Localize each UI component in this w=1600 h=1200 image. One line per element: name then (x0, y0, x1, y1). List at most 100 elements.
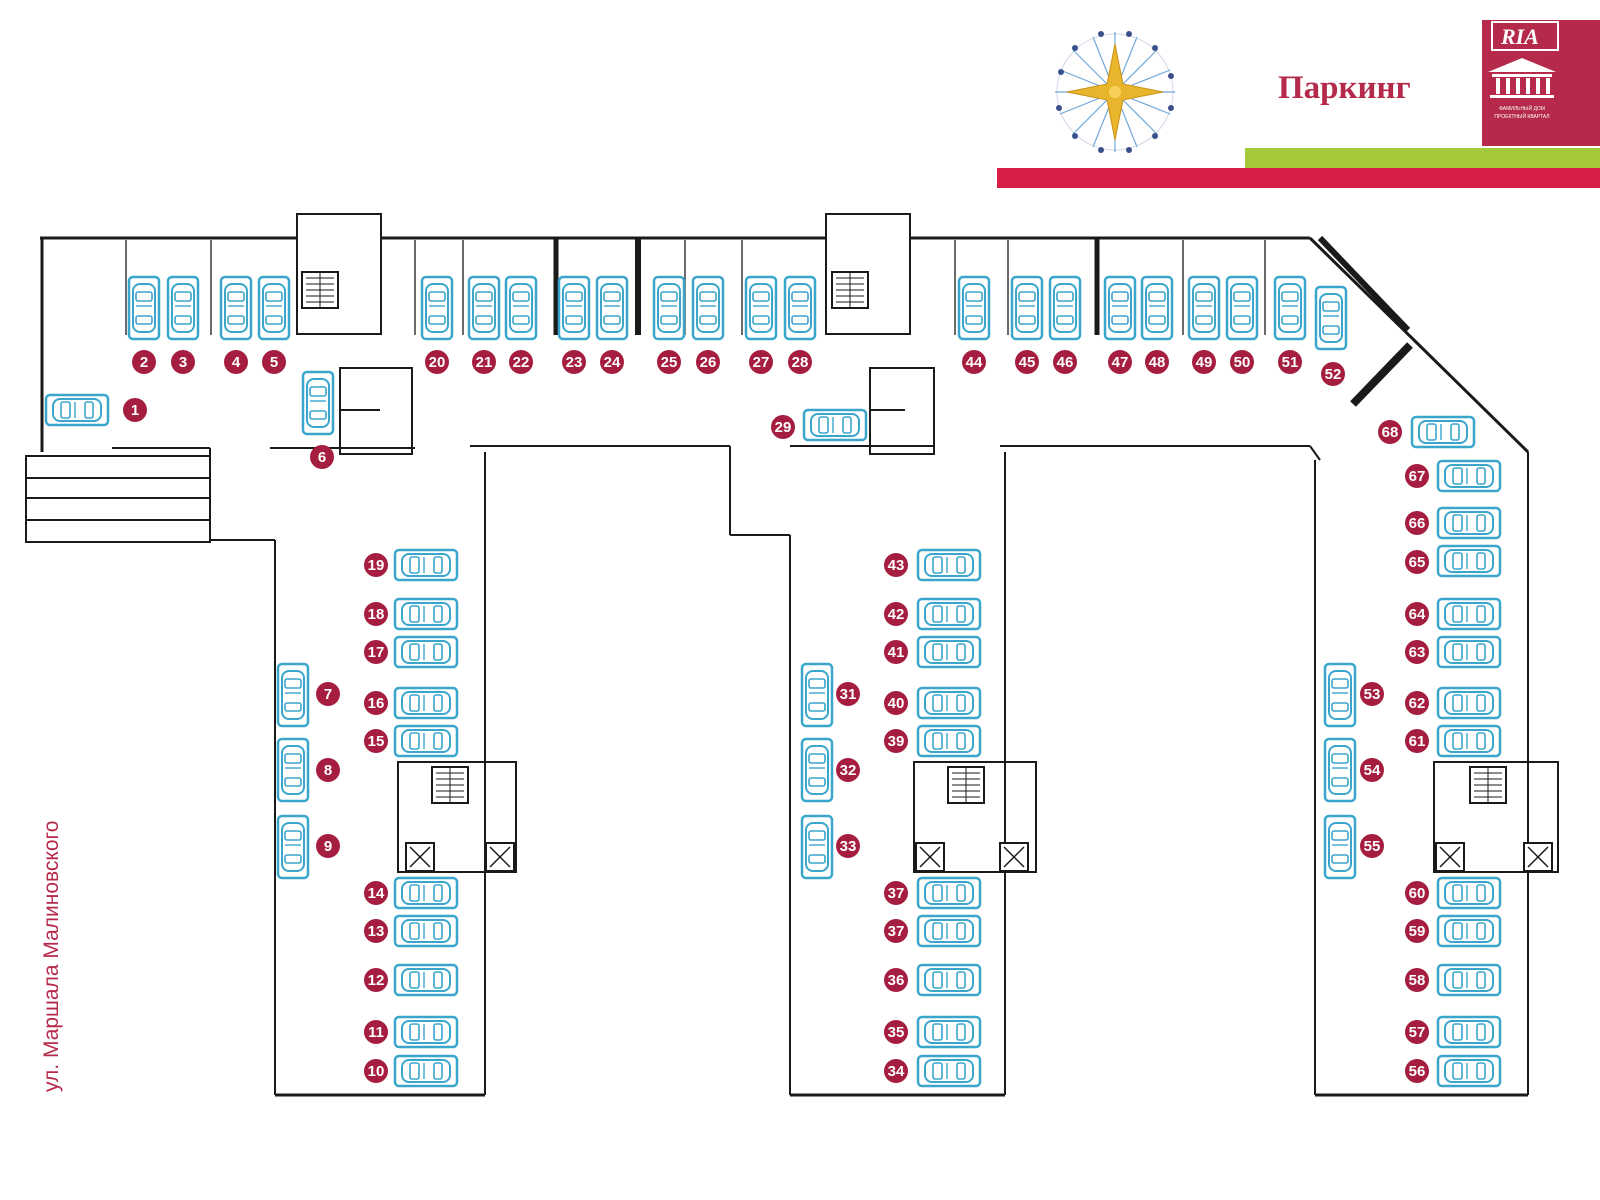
parking-spot[interactable]: 43 (884, 548, 982, 582)
spot-number: 28 (792, 354, 809, 371)
parking-spot[interactable]: 35 (884, 1015, 982, 1049)
parking-spot[interactable]: 2 (127, 275, 161, 374)
parking-spot[interactable]: 55 (1323, 814, 1384, 880)
parking-spot[interactable]: 18 (364, 597, 459, 631)
parking-spot[interactable]: 64 (1405, 597, 1502, 631)
car-icon (916, 635, 982, 669)
spot-number-badge (884, 691, 908, 715)
parking-spot[interactable]: 26 (691, 275, 725, 374)
parking-spot[interactable]: 5 (257, 275, 291, 374)
parking-spot[interactable]: 66 (1405, 506, 1502, 540)
parking-spot[interactable]: 46 (1048, 275, 1082, 374)
car-icon (1436, 1015, 1502, 1049)
parking-spot[interactable]: 58 (1405, 963, 1502, 997)
spot-number: 33 (840, 838, 857, 855)
parking-spot[interactable]: 36 (884, 963, 982, 997)
spot-number: 21 (476, 354, 493, 371)
parking-spot[interactable]: 27 (744, 275, 778, 374)
parking-spot[interactable]: 54 (1323, 737, 1384, 803)
parking-spot[interactable]: 19 (364, 548, 459, 582)
parking-spot[interactable]: 7 (276, 662, 340, 728)
car-icon (276, 737, 310, 803)
parking-spot[interactable]: 31 (800, 662, 860, 728)
parking-spot[interactable]: 65 (1405, 544, 1502, 578)
parking-spot[interactable]: 51 (1273, 275, 1307, 374)
parking-spot[interactable]: 32 (800, 737, 860, 803)
parking-spot[interactable]: 29 (771, 408, 868, 442)
spot-number: 64 (1409, 606, 1426, 623)
parking-spot[interactable]: 49 (1187, 275, 1221, 374)
parking-spot[interactable]: 11 (364, 1015, 459, 1049)
parking-spot[interactable]: 20 (420, 275, 454, 374)
spot-number-badge (310, 445, 334, 469)
car-icon (1010, 275, 1044, 341)
parking-spot[interactable]: 67 (1405, 459, 1502, 493)
parking-spot[interactable]: 41 (884, 635, 982, 669)
parking-spot[interactable]: 68 (1378, 415, 1476, 449)
parking-spot[interactable]: 4 (219, 275, 253, 374)
parking-spot[interactable]: 47 (1103, 275, 1137, 374)
parking-spot[interactable]: 15 (364, 724, 459, 758)
parking-spot[interactable]: 6 (301, 370, 335, 469)
spot-number-badge (884, 881, 908, 905)
parking-spot[interactable]: 53 (1323, 662, 1384, 728)
parking-spot[interactable]: 44 (957, 275, 991, 374)
car-icon (957, 275, 991, 341)
parking-spot[interactable]: 13 (364, 914, 459, 948)
parking-spot[interactable]: 25 (652, 275, 686, 374)
car-icon (166, 275, 200, 341)
parking-spot[interactable]: 45 (1010, 275, 1044, 374)
parking-spot[interactable]: 22 (504, 275, 538, 374)
parking-spot[interactable]: 62 (1405, 686, 1502, 720)
parking-spot[interactable]: 21 (467, 275, 501, 374)
accent-stripe-green (1245, 148, 1600, 168)
parking-spot[interactable]: 34 (884, 1054, 982, 1088)
parking-spot[interactable]: 9 (276, 814, 340, 880)
parking-spot[interactable]: 63 (1405, 635, 1502, 669)
parking-spot[interactable]: 56 (1405, 1054, 1502, 1088)
spot-number-badge (836, 758, 860, 782)
parking-spot[interactable]: 17 (364, 635, 459, 669)
building-icon (1488, 58, 1556, 98)
spot-number-badge (316, 758, 340, 782)
spot-number-badge (884, 968, 908, 992)
parking-spot[interactable]: 8 (276, 737, 340, 803)
spot-number-badge (1405, 511, 1429, 535)
parking-spot[interactable]: 28 (783, 275, 817, 374)
car-icon (276, 662, 310, 728)
parking-spot[interactable]: 24 (595, 275, 629, 374)
spot-number-badge (962, 350, 986, 374)
car-icon (393, 686, 459, 720)
parking-spot[interactable]: 40 (884, 686, 982, 720)
parking-spot[interactable]: 37 (884, 876, 982, 910)
spot-number-badge (600, 350, 624, 374)
parking-spot[interactable]: 57 (1405, 1015, 1502, 1049)
spot-number-badge (771, 415, 795, 439)
parking-spot[interactable]: 50 (1225, 275, 1259, 374)
accent-stripe-red (997, 168, 1600, 188)
parking-spot[interactable]: 14 (364, 876, 459, 910)
spot-number: 39 (888, 733, 905, 750)
parking-spot[interactable]: 16 (364, 686, 459, 720)
car-icon (744, 275, 778, 341)
spot-number: 53 (1364, 686, 1381, 703)
spot-number: 27 (753, 354, 770, 371)
parking-spot[interactable]: 39 (884, 724, 982, 758)
parking-spot[interactable]: 23 (557, 275, 591, 374)
spot-number-badge (171, 350, 195, 374)
parking-spot[interactable]: 3 (166, 275, 200, 374)
parking-spot[interactable]: 37 (884, 914, 982, 948)
parking-spot[interactable]: 33 (800, 814, 860, 880)
parking-spot[interactable]: 59 (1405, 914, 1502, 948)
parking-spot[interactable]: 10 (364, 1054, 459, 1088)
parking-spot[interactable]: 52 (1314, 285, 1348, 386)
stair-icon (1469, 766, 1507, 804)
parking-spot[interactable]: 1 (44, 393, 147, 427)
parking-spot[interactable]: 48 (1140, 275, 1174, 374)
parking-spot[interactable]: 60 (1405, 876, 1502, 910)
parking-spot[interactable]: 61 (1405, 724, 1502, 758)
spot-number: 65 (1409, 554, 1426, 571)
parking-spot[interactable]: 42 (884, 597, 982, 631)
car-icon (393, 1015, 459, 1049)
parking-spot[interactable]: 12 (364, 963, 459, 997)
